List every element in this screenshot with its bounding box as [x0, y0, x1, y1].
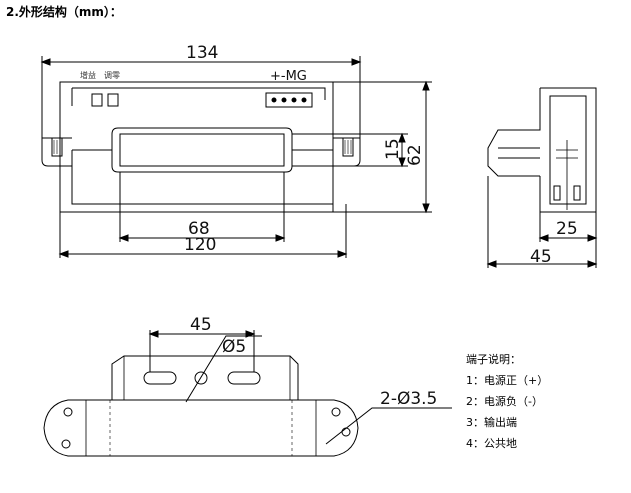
dim-line-120	[59, 204, 347, 258]
side-centerline	[556, 140, 578, 210]
bottom-top-plate	[111, 355, 299, 400]
window-aperture	[111, 127, 293, 173]
connector-block	[265, 92, 313, 108]
terminal-legend-title: 端子说明：	[466, 353, 521, 366]
connector-pin-1	[271, 97, 277, 103]
leader-center-hole	[185, 335, 262, 403]
bottom-view	[43, 330, 452, 457]
dim-line-45-bottom	[149, 330, 255, 372]
mounting-flange	[41, 137, 361, 167]
dim-line-62	[333, 81, 432, 213]
terminal-item-1: 1：电源正（+）	[466, 374, 549, 387]
terminal-item-3: 3：输出端	[466, 416, 517, 429]
dim-62: 62	[405, 144, 425, 166]
front-view	[40, 56, 432, 258]
left-lug-hole-top	[63, 407, 73, 417]
body-split-line	[71, 149, 333, 205]
right-lug-hole-top	[331, 407, 341, 417]
terminal-legend: 端子说明： 1：电源正（+） 2：电源负（-） 3：输出端 4：公共地	[466, 349, 548, 454]
dim-mount-holes: 2-Ø3.5	[380, 389, 437, 409]
dim-120: 120	[184, 235, 216, 255]
right-slot	[227, 371, 261, 385]
zero-label: 调零	[104, 71, 120, 80]
side-inner	[498, 95, 587, 205]
terminal-item-4: 4：公共地	[466, 437, 517, 450]
center-hole	[194, 371, 208, 385]
right-screw	[342, 137, 354, 157]
bottom-body	[43, 399, 359, 457]
dim-15: 15	[383, 138, 403, 160]
connector-pin-4	[301, 97, 307, 103]
side-terminal-2	[573, 185, 581, 201]
zero-pot	[107, 93, 119, 107]
window-inner	[119, 133, 285, 167]
top-panel	[71, 87, 326, 106]
terminal-item-2: 2：电源负（-）	[466, 395, 543, 408]
gain-label: 增益	[80, 70, 96, 80]
dim-line-134	[41, 56, 361, 138]
leader-mount-holes	[325, 407, 452, 445]
right-lug-hole-bottom	[341, 427, 351, 437]
side-view	[486, 87, 598, 268]
dim-center-hole: Ø5	[222, 337, 246, 357]
dim-68: 68	[188, 219, 210, 239]
dim-45-bottom: 45	[190, 315, 212, 335]
dim-134: 134	[186, 43, 218, 63]
connector-pin-3	[291, 97, 297, 103]
gain-pot	[91, 93, 103, 107]
section-heading: 2.外形结构（mm）：	[6, 5, 122, 19]
dim-line-25-side	[539, 212, 596, 242]
dim-25: 25	[556, 219, 578, 239]
left-screw	[51, 137, 63, 157]
left-lug-hole-bottom	[61, 439, 71, 449]
connector-label: +-MG	[270, 69, 307, 84]
left-slot	[143, 371, 177, 385]
dim-line-68	[119, 172, 285, 242]
dim-45-side: 45	[530, 247, 552, 267]
connector-pin-2	[281, 97, 287, 103]
dim-line-45-side	[487, 176, 597, 268]
side-terminal	[553, 185, 561, 201]
